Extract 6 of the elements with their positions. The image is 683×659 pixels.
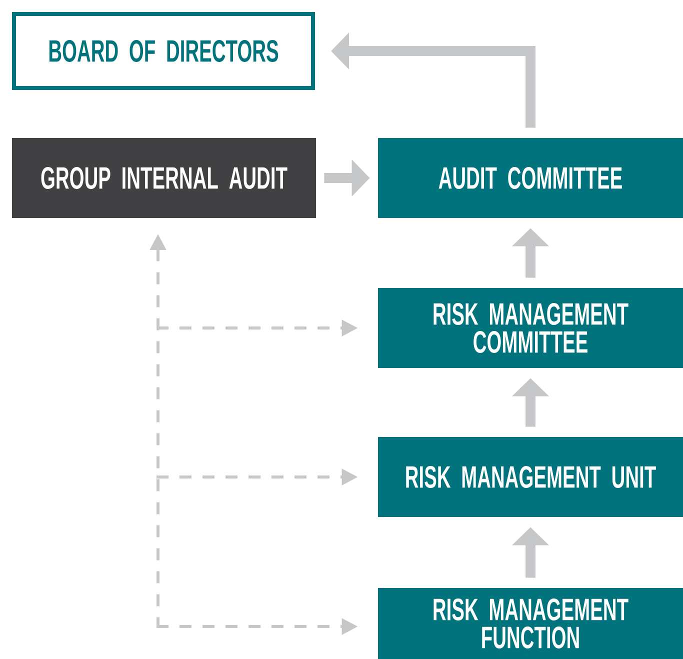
committee-box: AUDIT COMMITTEE: [378, 138, 683, 218]
committee-box: RISK MANAGEMENT COMMITTEE: [378, 288, 683, 368]
committee-box: RISK MANAGEMENT FUNCTION: [378, 588, 683, 659]
board-box: BOARD OF DIRECTORS: [12, 12, 315, 90]
committee-box: RISK MANAGEMENT UNIT: [378, 437, 683, 517]
audit-box: GROUP INTERNAL AUDIT: [12, 138, 316, 218]
